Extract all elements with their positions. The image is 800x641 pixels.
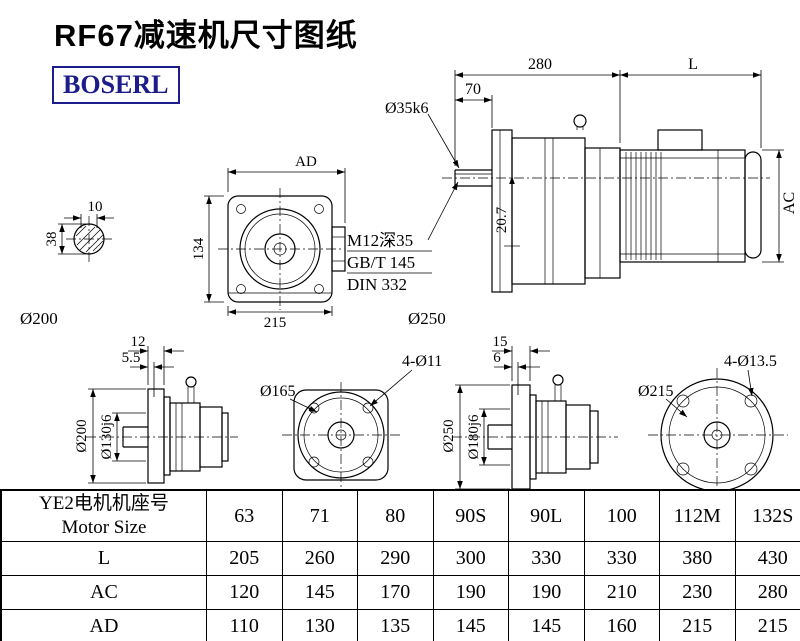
dim-134-label: 134	[191, 237, 207, 260]
value-cell: 145	[508, 609, 585, 641]
table-header-row: YE2电机机座号 Motor Size 63 71 80 90S 90L 100…	[0, 489, 800, 542]
page-title: RF67减速机尺寸图纸	[54, 18, 358, 53]
dim-6-label: 6	[493, 350, 501, 366]
dim-spigot-d130-label: Ø130j6	[99, 414, 115, 460]
motor-size-header-en: Motor Size	[61, 517, 147, 538]
dim-spigot-d180-label: Ø180j6	[466, 414, 482, 460]
value-cell: 120	[206, 575, 283, 610]
frame-col-header: 63	[206, 489, 283, 542]
value-cell: 215	[659, 609, 736, 641]
dim-215-label: 215	[264, 315, 287, 331]
value-cell: 215	[734, 609, 800, 641]
frame-col-header: 90L	[508, 489, 585, 542]
dim-flange-d250-label: Ø250	[441, 419, 457, 452]
dim-5-5-label: 5.5	[122, 350, 141, 366]
bottom-view-flange-square: 4-Ø11 Ø165	[260, 353, 442, 488]
table-row-L: L 205 260 290 300 330 330 380 430	[0, 541, 800, 576]
dim-10-label: 10	[88, 199, 103, 215]
dim-15-label: 15	[493, 334, 508, 350]
side-assembly-view: 280 L 70 Ø35k6 AC 20.7 M12深35 GB/T 145 D…	[347, 56, 798, 294]
dim-flange-d200-label: Ø200	[74, 419, 90, 452]
frame-col-header: 80	[357, 489, 434, 542]
shaft-section-view: 10 38	[44, 199, 114, 262]
value-cell: 130	[281, 609, 358, 641]
caption-d250-label: Ø250	[408, 309, 446, 328]
motor-dimension-table: YE2电机机座号 Motor Size 63 71 80 90S 90L 100…	[0, 489, 800, 641]
value-cell: 300	[432, 541, 509, 576]
value-cell: 205	[206, 541, 283, 576]
bottom-view-flange-round: 4-Ø13.5 Ø215	[638, 353, 788, 490]
table-row-AD: AD 110 130 135 145 145 160 215 215	[0, 609, 800, 641]
dim-70-label: 70	[465, 81, 481, 98]
frame-col-header: 71	[281, 489, 358, 542]
note-thread-label: M12深35	[347, 231, 413, 250]
value-cell: 190	[508, 575, 585, 610]
brand-logo: BOSERL	[52, 66, 180, 104]
value-cell: 330	[583, 541, 660, 576]
caption-d200-label: Ø200	[20, 309, 58, 328]
dim-d165-label: Ø165	[260, 383, 296, 400]
frame-col-header: 112M	[659, 489, 736, 542]
dim-38-label: 38	[44, 232, 60, 247]
table-row-AC: AC 120 145 170 190 190 210 230 280	[0, 575, 800, 610]
value-cell: 290	[357, 541, 434, 576]
row-label: L	[0, 541, 207, 576]
value-cell: 190	[432, 575, 509, 610]
value-cell: 260	[281, 541, 358, 576]
value-cell: 135	[357, 609, 434, 641]
frame-col-header: 90S	[432, 489, 509, 542]
value-cell: 210	[583, 575, 660, 610]
value-cell: 160	[583, 609, 660, 641]
frame-col-header: 132S	[734, 489, 800, 542]
value-cell: 280	[734, 575, 800, 610]
technical-drawing: 10 38 Ø200 Ø250 A	[20, 56, 798, 490]
dim-holes-4d135-label: 4-Ø13.5	[724, 353, 777, 370]
bottom-view-shaft-side-2: Ø250 Ø180j6 15 6	[441, 334, 618, 490]
value-cell: 145	[281, 575, 358, 610]
note-din-label: DIN 332	[347, 275, 407, 294]
note-gb-label: GB/T 145	[347, 253, 415, 272]
motor-size-header-cn: YE2电机机座号	[39, 493, 169, 514]
front-view: AD 134 215	[191, 154, 346, 331]
value-cell: 380	[659, 541, 736, 576]
value-cell: 330	[508, 541, 585, 576]
row-label: AD	[0, 609, 207, 641]
dim-key-label: 20.7	[494, 206, 510, 233]
motor-size-header: YE2电机机座号 Motor Size	[0, 489, 207, 542]
dim-280-label: 280	[528, 56, 552, 73]
value-cell: 145	[432, 609, 509, 641]
dim-12-label: 12	[131, 334, 146, 350]
value-cell: 170	[357, 575, 434, 610]
row-label: AC	[0, 575, 207, 610]
bottom-view-shaft-side: Ø200 Ø130j6 12 5.5	[74, 334, 238, 484]
dim-AC-label: AC	[781, 192, 798, 214]
dim-ad-label: AD	[295, 154, 317, 170]
dim-shaft-dia-label: Ø35k6	[385, 100, 429, 117]
frame-col-header: 100	[583, 489, 660, 542]
value-cell: 110	[206, 609, 283, 641]
value-cell: 430	[734, 541, 800, 576]
dim-L-label: L	[688, 56, 698, 73]
value-cell: 230	[659, 575, 736, 610]
dim-holes-4d11-label: 4-Ø11	[402, 353, 442, 370]
dim-d215-label: Ø215	[638, 383, 674, 400]
